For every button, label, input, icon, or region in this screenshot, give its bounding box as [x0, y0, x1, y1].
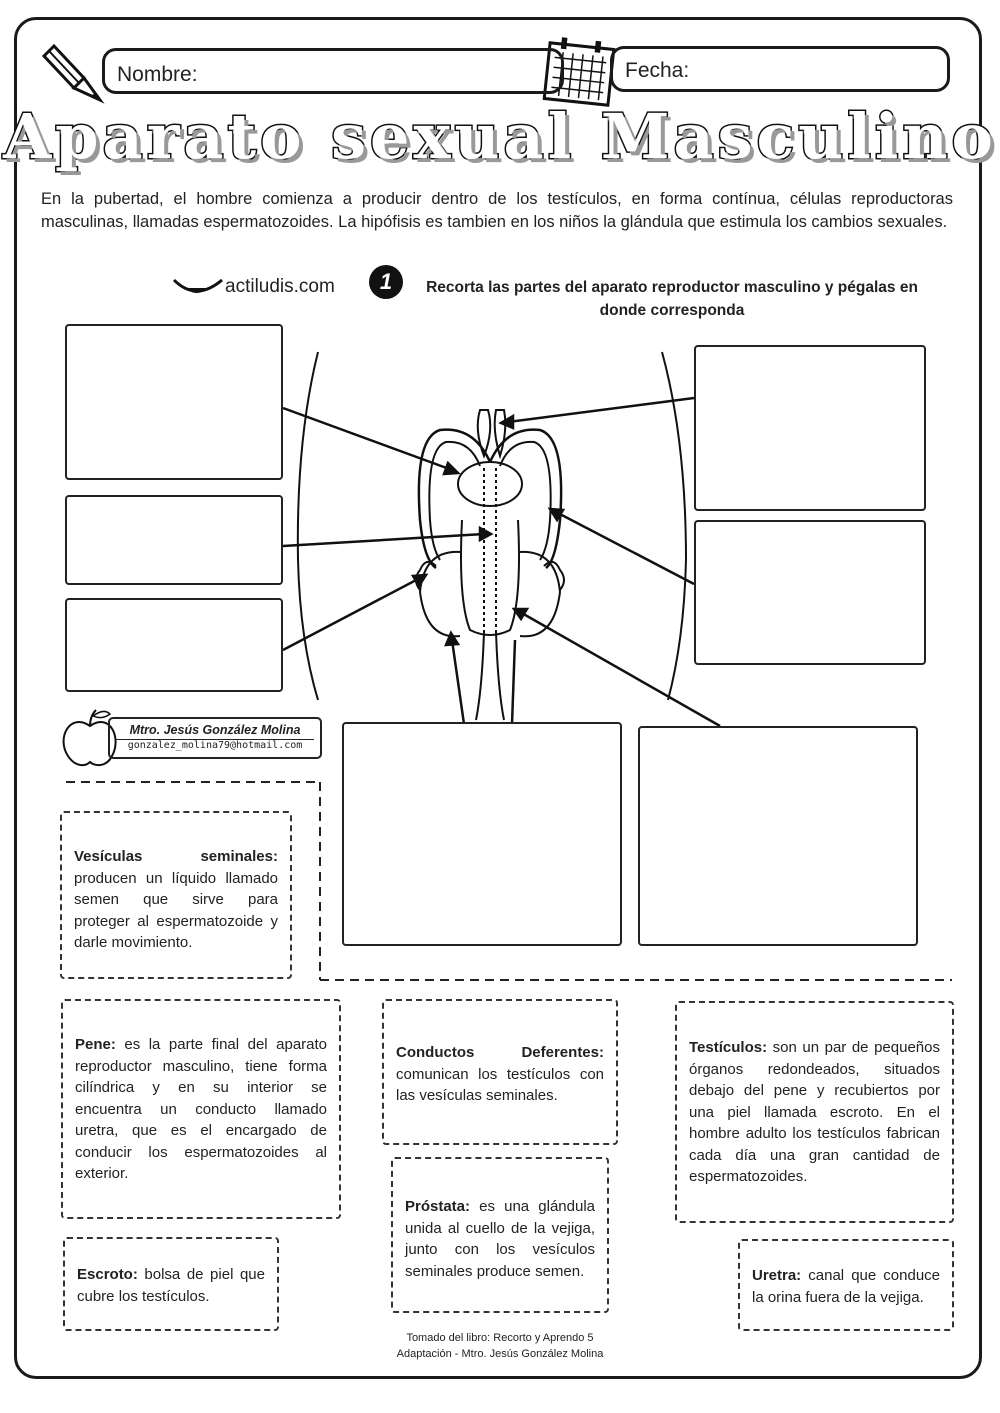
paste-box-right-1[interactable]	[694, 345, 926, 511]
pencil-icon	[44, 46, 100, 100]
paste-box-left-2[interactable]	[65, 495, 283, 585]
card-conductos[interactable]: Conductos Deferentes: comunican los test…	[382, 999, 618, 1145]
card-term: Testículos:	[689, 1039, 773, 1056]
author-email: gonzalez_molina79@hotmail.com	[116, 739, 314, 751]
card-pene[interactable]: Pene: es la parte final del aparato repr…	[61, 999, 341, 1219]
page-title: Aparato sexual Masculino	[0, 100, 1000, 173]
card-text: son un par de pequeños órganos redondead…	[689, 1039, 940, 1185]
card-uretra[interactable]: Uretra: canal que conduce la orina fuera…	[738, 1239, 954, 1331]
paste-box-right-2[interactable]	[694, 520, 926, 665]
card-term: Próstata:	[405, 1198, 479, 1215]
instruction-number: 1	[369, 265, 403, 299]
paste-box-left-3[interactable]	[65, 598, 283, 692]
card-escroto[interactable]: Escroto: bolsa de piel que cubre los tes…	[63, 1237, 279, 1331]
card-prostata[interactable]: Próstata: es una glándula unida al cuell…	[391, 1157, 609, 1313]
card-term: Escroto:	[77, 1266, 144, 1283]
card-testiculos[interactable]: Testículos: son un par de pequeños órgan…	[675, 1001, 954, 1223]
credit-line-2: Adaptación - Mtro. Jesús González Molina	[0, 1346, 1000, 1362]
date-field[interactable]: Fecha:	[610, 46, 950, 92]
name-label: Nombre:	[117, 63, 198, 87]
instruction-text: Recorta las partes del aparato reproduct…	[410, 276, 934, 322]
actiludis-logo-icon	[174, 280, 222, 293]
card-term: Pene:	[75, 1036, 124, 1053]
credit: Tomado del libro: Recorto y Aprendo 5 Ad…	[0, 1330, 1000, 1362]
author-badge: Mtro. Jesús González Molina gonzalez_mol…	[108, 717, 322, 759]
paste-box-bottom-1[interactable]	[342, 722, 622, 946]
date-label: Fecha:	[625, 59, 689, 83]
site-link[interactable]: actiludis.com	[225, 276, 335, 298]
author-name: Mtro. Jesús González Molina	[110, 723, 320, 737]
credit-line-1: Tomado del libro: Recorto y Aprendo 5	[0, 1330, 1000, 1346]
intro-paragraph: En la pubertad, el hombre comienza a pro…	[41, 188, 953, 234]
paste-box-bottom-2[interactable]	[638, 726, 918, 946]
card-text: producen un líquido llamado semen que si…	[74, 870, 278, 952]
card-text: comunican los testículos con las vesícul…	[396, 1066, 604, 1105]
card-vesiculas[interactable]: Vesículas seminales: producen un líquido…	[60, 811, 292, 979]
card-text: es la parte final del aparato reproducto…	[75, 1036, 327, 1182]
card-term: Vesículas seminales:	[74, 848, 278, 865]
name-field[interactable]: Nombre:	[102, 48, 564, 94]
card-term: Conductos Deferentes:	[396, 1044, 604, 1061]
card-term: Uretra:	[752, 1267, 808, 1284]
paste-box-left-1[interactable]	[65, 324, 283, 480]
